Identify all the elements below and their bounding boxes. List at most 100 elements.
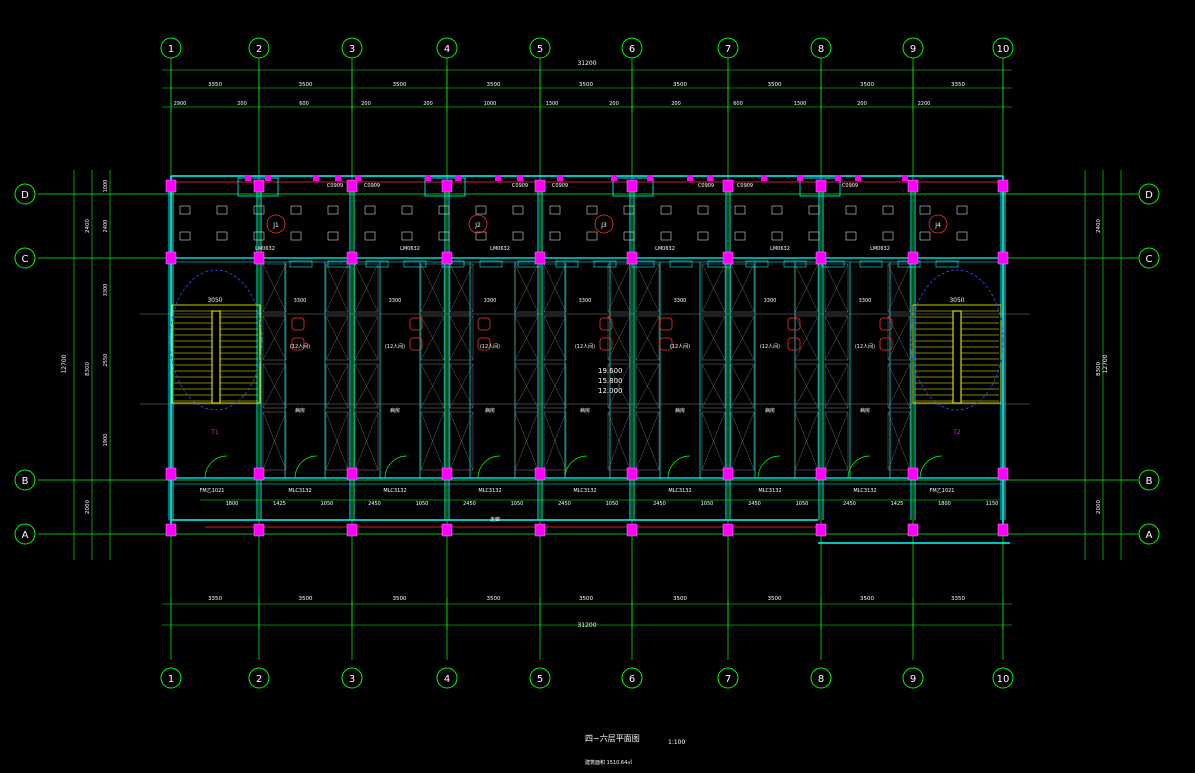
wardrobe-cross	[514, 411, 539, 471]
column	[253, 467, 265, 481]
toilet-fixture	[475, 205, 487, 215]
toilet-fixture	[475, 231, 487, 241]
grid-bubble-col	[529, 667, 551, 689]
room-name: 病房	[860, 407, 870, 414]
column	[534, 251, 546, 265]
room-name: 病房	[675, 407, 685, 414]
grid-bubble-col	[810, 37, 832, 59]
room-mark-label: J4	[934, 222, 941, 229]
wardrobe-cross	[325, 411, 349, 471]
room-mark	[468, 214, 488, 234]
wardrobe-panel	[824, 263, 849, 313]
wardrobe-cross	[887, 411, 911, 471]
wardrobe-cross	[824, 315, 849, 361]
dim-corridor-sub: 1050	[511, 501, 524, 507]
room-width: 3300	[674, 298, 687, 304]
chair	[599, 337, 613, 351]
small-column	[611, 175, 617, 181]
wardrobe-panel	[514, 411, 539, 471]
column	[346, 467, 358, 481]
dim-corridor-sub: 1050	[701, 501, 714, 507]
wardrobe-cross	[262, 315, 287, 361]
dim-top-span: 3500	[393, 82, 407, 88]
dim-right-span: 8300	[1096, 362, 1102, 376]
wardrobe-panel	[262, 263, 287, 313]
toilet-fixture	[845, 231, 857, 241]
drawing-scale: 1:100	[668, 739, 685, 746]
wardrobe-cross	[354, 363, 379, 409]
dim-corridor-sub: 2450	[463, 501, 476, 507]
grid-bubble-label: 10	[997, 674, 1010, 685]
corridor-window	[859, 260, 883, 268]
wardrobe-panel	[701, 411, 726, 471]
dim-right-span: 2000	[1096, 500, 1102, 514]
toilet-fixture	[845, 205, 857, 215]
toilet-fixture	[179, 231, 191, 241]
small-column	[425, 175, 431, 181]
dim-corridor-sub: 2450	[653, 501, 666, 507]
room-capacity: (12人间)	[855, 343, 875, 350]
grid-bubble-label: 3	[349, 674, 355, 685]
door-swing	[564, 455, 588, 479]
grid-bubble-label: 6	[629, 44, 635, 55]
wardrobe-panel	[543, 411, 567, 471]
wardrobe-cross	[262, 263, 287, 313]
door-tag: LM0632	[870, 246, 890, 252]
room-capacity: (12人间)	[760, 343, 780, 350]
wardrobe-panel	[449, 315, 474, 361]
window-tag: C0909	[737, 183, 753, 189]
room-width: 3300	[764, 298, 777, 304]
wardrobe-panel	[635, 263, 660, 313]
wardrobe-cross	[607, 411, 631, 471]
wardrobe-panel	[635, 315, 660, 361]
grid-bubble-label: 7	[725, 674, 731, 685]
dim-corridor-sub: 2450	[558, 501, 571, 507]
wardrobe-cross	[730, 411, 755, 471]
grid-bubble-label: 2	[256, 44, 262, 55]
column	[815, 467, 827, 481]
toilet-fixture	[290, 231, 302, 241]
wardrobe-cross	[887, 363, 911, 409]
dim-top-sub: 1000	[484, 101, 497, 107]
grid-bubble-row	[1138, 523, 1160, 545]
dim-top-sub: 1300	[794, 101, 807, 107]
wardrobe-panel	[607, 263, 631, 313]
column	[253, 523, 265, 537]
window-tag: C0909	[364, 183, 380, 189]
dim-bottom-total: 31200	[577, 622, 596, 629]
grid-bubble-label: 2	[256, 674, 262, 685]
room-capacity: (12人间)	[575, 343, 595, 350]
column	[626, 523, 638, 537]
window-tag: C0909	[842, 183, 858, 189]
toilet-fixture	[956, 231, 968, 241]
fire-door-tag: FM乙1021	[930, 487, 955, 494]
small-column	[902, 175, 908, 181]
column	[441, 523, 453, 537]
wardrobe-panel	[449, 363, 474, 409]
column	[165, 467, 177, 481]
column	[722, 523, 734, 537]
dim-top-span: 3500	[768, 82, 782, 88]
grid-bubble-col	[902, 667, 924, 689]
dim-top-sub: 600	[733, 101, 743, 107]
dim-left-span: 8300	[85, 362, 91, 376]
wardrobe-cross	[449, 363, 474, 409]
wardrobe-panel	[730, 363, 755, 409]
chair	[659, 337, 673, 351]
wardrobe-panel	[824, 363, 849, 409]
toilet-fixture	[660, 231, 672, 241]
wardrobe-cross	[635, 363, 660, 409]
column	[626, 251, 638, 265]
door-swing	[667, 455, 691, 479]
column	[907, 251, 919, 265]
grid-bubble-label: 1	[168, 44, 174, 55]
corridor-window	[669, 260, 693, 268]
dim-bottom-span: 3500	[579, 596, 593, 602]
chair	[599, 317, 613, 331]
wardrobe-cross	[449, 263, 474, 313]
wardrobe-panel	[420, 411, 445, 471]
wardrobe-cross	[325, 315, 349, 361]
wardrobe-panel	[325, 363, 349, 409]
grid-bubble-col	[902, 37, 924, 59]
dim-top-sub: 200	[671, 101, 681, 107]
